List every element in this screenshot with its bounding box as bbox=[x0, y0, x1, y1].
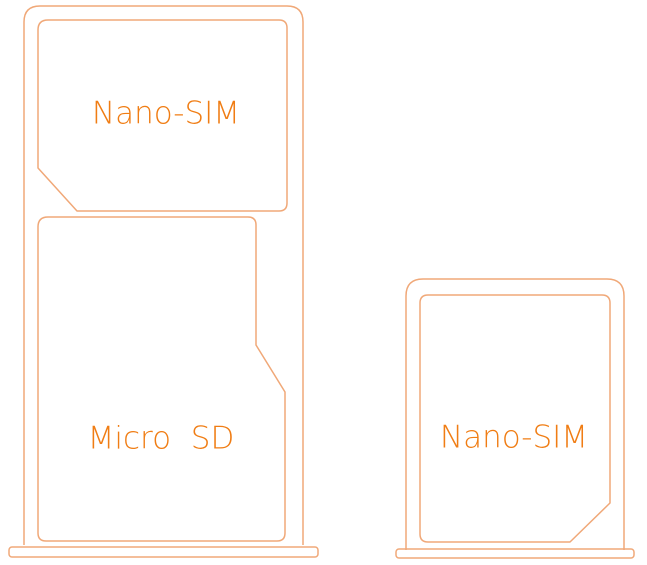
micro-sd-label: Micro SD bbox=[88, 421, 235, 457]
dual-tray-nano-sim-slot bbox=[37, 19, 288, 212]
dual-tray-base bbox=[8, 546, 319, 558]
single-tray-nano-sim-slot bbox=[419, 294, 611, 543]
single-tray-frame bbox=[405, 278, 625, 550]
single-slot-tray: Nano-SIM bbox=[395, 278, 635, 559]
dual-tray-frame bbox=[23, 5, 304, 545]
dual-slot-tray: Nano-SIM Micro SD bbox=[8, 5, 319, 558]
dual-tray-nano-sim-label: Nano-SIM bbox=[92, 96, 240, 132]
single-tray-nano-sim-label: Nano-SIM bbox=[440, 420, 588, 456]
single-tray-base bbox=[395, 548, 635, 559]
micro-sd-slot bbox=[37, 216, 286, 542]
